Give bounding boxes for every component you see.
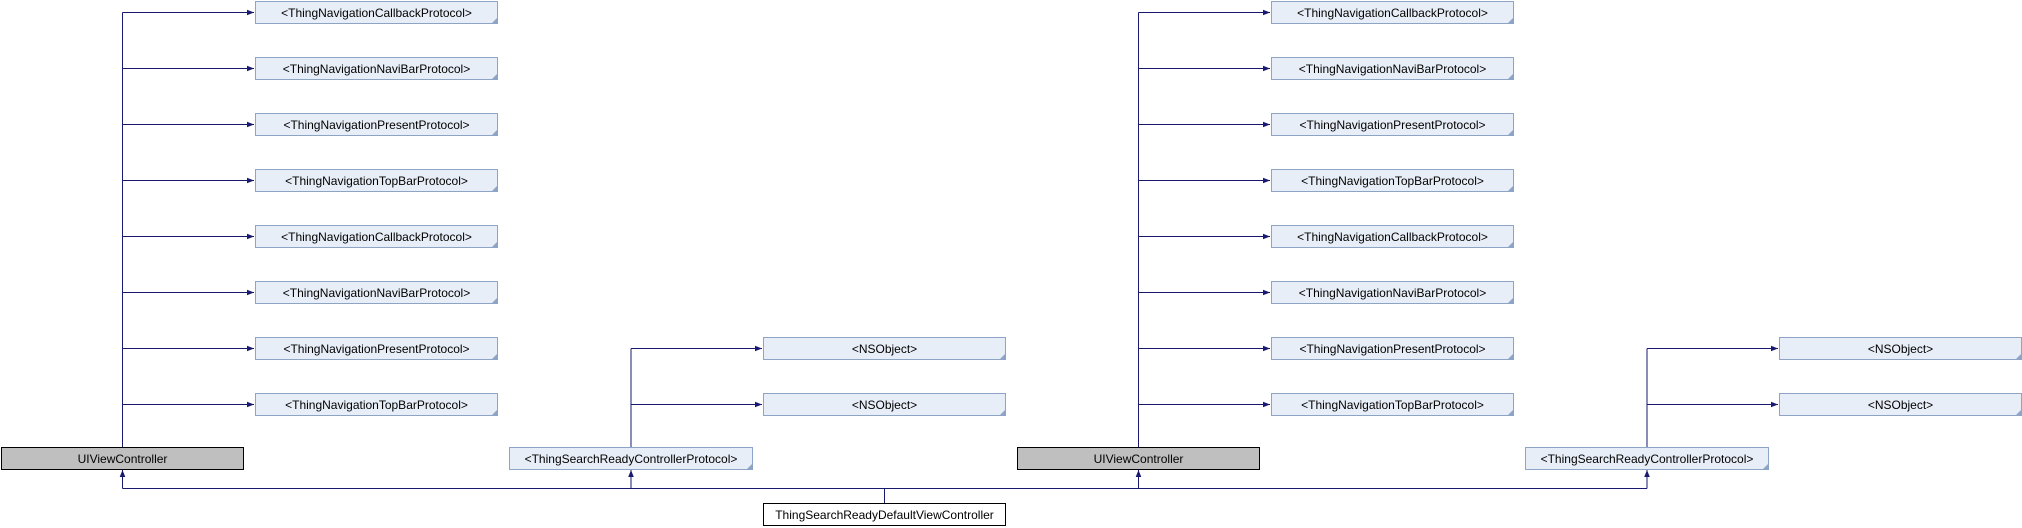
fold-corner-icon (491, 129, 498, 136)
parent-0-2-thing-navigation-present-protocol[interactable]: <ThingNavigationPresentProtocol> (255, 113, 498, 136)
fold-corner-icon (999, 409, 1006, 416)
parent-2-3-thing-navigation-top-bar-protocol-label: <ThingNavigationTopBarProtocol> (1301, 174, 1484, 188)
fold-corner-icon (1507, 241, 1514, 248)
parent-2-7-thing-navigation-top-bar-protocol-box (1271, 393, 1514, 416)
parent-2-4-thing-navigation-callback-protocol-label: <ThingNavigationCallbackProtocol> (1297, 230, 1488, 244)
fold-corner-icon (1507, 353, 1514, 360)
fold-corner-icon (491, 17, 498, 24)
parent-1-1-nsobject-box (763, 393, 1006, 416)
base-0-uiview-controller-label: UIViewController (78, 452, 168, 466)
base-0-uiview-controller[interactable]: UIViewController (1, 447, 244, 470)
parent-3-1-nsobject[interactable]: <NSObject> (1779, 393, 2022, 416)
parent-2-5-thing-navigation-navi-bar-protocol-label: <ThingNavigationNaviBarProtocol> (1299, 286, 1486, 300)
parent-2-6-thing-navigation-present-protocol[interactable]: <ThingNavigationPresentProtocol> (1271, 337, 1514, 360)
parent-2-0-thing-navigation-callback-protocol-box (1271, 1, 1514, 24)
parent-2-6-thing-navigation-present-protocol-label: <ThingNavigationPresentProtocol> (1299, 342, 1485, 356)
fold-corner-icon (491, 353, 498, 360)
parent-0-4-thing-navigation-callback-protocol[interactable]: <ThingNavigationCallbackProtocol> (255, 225, 498, 248)
parent-0-7-thing-navigation-top-bar-protocol-label: <ThingNavigationTopBarProtocol> (285, 398, 468, 412)
parent-2-2-thing-navigation-present-protocol-box (1271, 113, 1514, 136)
parent-0-4-thing-navigation-callback-protocol-label: <ThingNavigationCallbackProtocol> (281, 230, 472, 244)
parent-0-2-thing-navigation-present-protocol-label: <ThingNavigationPresentProtocol> (283, 118, 469, 132)
fold-corner-icon (2015, 353, 2022, 360)
parent-0-6-thing-navigation-present-protocol-label: <ThingNavigationPresentProtocol> (283, 342, 469, 356)
base-1-thing-search-ready-controller-protocol-box (509, 447, 753, 470)
fold-corner-icon (491, 73, 498, 80)
parent-2-0-thing-navigation-callback-protocol[interactable]: <ThingNavigationCallbackProtocol> (1271, 1, 1514, 24)
parent-0-1-thing-navigation-navi-bar-protocol[interactable]: <ThingNavigationNaviBarProtocol> (255, 57, 498, 80)
parent-3-1-nsobject-label: <NSObject> (1868, 398, 1933, 412)
base-3-thing-search-ready-controller-protocol-box (1525, 447, 1769, 470)
parent-0-0-thing-navigation-callback-protocol[interactable]: <ThingNavigationCallbackProtocol> (255, 1, 498, 24)
base-3-thing-search-ready-controller-protocol[interactable]: <ThingSearchReadyControllerProtocol> (1525, 447, 1769, 470)
parent-2-3-thing-navigation-top-bar-protocol[interactable]: <ThingNavigationTopBarProtocol> (1271, 169, 1514, 192)
parent-3-0-nsobject[interactable]: <NSObject> (1779, 337, 2022, 360)
fold-corner-icon (1507, 297, 1514, 304)
parent-2-1-thing-navigation-navi-bar-protocol-box (1271, 57, 1514, 80)
parent-0-5-thing-navigation-navi-bar-protocol-box (255, 281, 498, 304)
base-1-thing-search-ready-controller-protocol-label: <ThingSearchReadyControllerProtocol> (525, 452, 738, 466)
fold-corner-icon (2015, 409, 2022, 416)
parent-0-7-thing-navigation-top-bar-protocol-box (255, 393, 498, 416)
parent-1-0-nsobject-box (763, 337, 1006, 360)
fold-corner-icon (746, 463, 753, 470)
root-class-node-label: ThingSearchReadyDefaultViewController (775, 508, 994, 522)
parent-1-1-nsobject-label: <NSObject> (852, 398, 917, 412)
parent-2-2-thing-navigation-present-protocol[interactable]: <ThingNavigationPresentProtocol> (1271, 113, 1514, 136)
parent-0-0-thing-navigation-callback-protocol-label: <ThingNavigationCallbackProtocol> (281, 6, 472, 20)
parent-2-4-thing-navigation-callback-protocol[interactable]: <ThingNavigationCallbackProtocol> (1271, 225, 1514, 248)
parent-2-6-thing-navigation-present-protocol-box (1271, 337, 1514, 360)
parent-0-3-thing-navigation-top-bar-protocol[interactable]: <ThingNavigationTopBarProtocol> (255, 169, 498, 192)
parent-1-0-nsobject-label: <NSObject> (852, 342, 917, 356)
parent-0-5-thing-navigation-navi-bar-protocol-label: <ThingNavigationNaviBarProtocol> (283, 286, 470, 300)
fold-corner-icon (1507, 73, 1514, 80)
parent-2-7-thing-navigation-top-bar-protocol-label: <ThingNavigationTopBarProtocol> (1301, 398, 1484, 412)
parent-2-5-thing-navigation-navi-bar-protocol-box (1271, 281, 1514, 304)
fold-corner-icon (1762, 463, 1769, 470)
base-1-thing-search-ready-controller-protocol[interactable]: <ThingSearchReadyControllerProtocol> (509, 447, 753, 470)
root-class-node-box (763, 503, 1006, 526)
parent-1-0-nsobject[interactable]: <NSObject> (763, 337, 1006, 360)
parent-2-5-thing-navigation-navi-bar-protocol[interactable]: <ThingNavigationNaviBarProtocol> (1271, 281, 1514, 304)
fold-corner-icon (491, 241, 498, 248)
parent-2-3-thing-navigation-top-bar-protocol-box (1271, 169, 1514, 192)
parent-0-5-thing-navigation-navi-bar-protocol[interactable]: <ThingNavigationNaviBarProtocol> (255, 281, 498, 304)
fold-corner-icon (491, 409, 498, 416)
parent-2-2-thing-navigation-present-protocol-label: <ThingNavigationPresentProtocol> (1299, 118, 1485, 132)
parent-0-1-thing-navigation-navi-bar-protocol-box (255, 57, 498, 80)
base-0-uiview-controller-box (1, 447, 244, 470)
parent-3-0-nsobject-label: <NSObject> (1868, 342, 1933, 356)
parent-2-1-thing-navigation-navi-bar-protocol-label: <ThingNavigationNaviBarProtocol> (1299, 62, 1486, 76)
parent-0-1-thing-navigation-navi-bar-protocol-label: <ThingNavigationNaviBarProtocol> (283, 62, 470, 76)
base-2-uiview-controller-box (1017, 447, 1260, 470)
parent-2-1-thing-navigation-navi-bar-protocol[interactable]: <ThingNavigationNaviBarProtocol> (1271, 57, 1514, 80)
parent-2-0-thing-navigation-callback-protocol-label: <ThingNavigationCallbackProtocol> (1297, 6, 1488, 20)
parent-2-7-thing-navigation-top-bar-protocol[interactable]: <ThingNavigationTopBarProtocol> (1271, 393, 1514, 416)
fold-corner-icon (491, 185, 498, 192)
fold-corner-icon (999, 353, 1006, 360)
parent-1-1-nsobject[interactable]: <NSObject> (763, 393, 1006, 416)
parent-0-7-thing-navigation-top-bar-protocol[interactable]: <ThingNavigationTopBarProtocol> (255, 393, 498, 416)
fold-corner-icon (491, 297, 498, 304)
parent-0-4-thing-navigation-callback-protocol-box (255, 225, 498, 248)
parent-2-4-thing-navigation-callback-protocol-box (1271, 225, 1514, 248)
base-2-uiview-controller-label: UIViewController (1094, 452, 1184, 466)
parent-0-0-thing-navigation-callback-protocol-box (255, 1, 498, 24)
fold-corner-icon (1507, 17, 1514, 24)
parent-0-6-thing-navigation-present-protocol[interactable]: <ThingNavigationPresentProtocol> (255, 337, 498, 360)
base-3-thing-search-ready-controller-protocol-label: <ThingSearchReadyControllerProtocol> (1541, 452, 1754, 466)
fold-corner-icon (1507, 409, 1514, 416)
parent-0-6-thing-navigation-present-protocol-box (255, 337, 498, 360)
fold-corner-icon (1507, 129, 1514, 136)
base-2-uiview-controller[interactable]: UIViewController (1017, 447, 1260, 470)
fold-corner-icon (1507, 185, 1514, 192)
parent-0-3-thing-navigation-top-bar-protocol-label: <ThingNavigationTopBarProtocol> (285, 174, 468, 188)
parent-0-2-thing-navigation-present-protocol-box (255, 113, 498, 136)
root-class-node[interactable]: ThingSearchReadyDefaultViewController (763, 503, 1006, 526)
parent-0-3-thing-navigation-top-bar-protocol-box (255, 169, 498, 192)
